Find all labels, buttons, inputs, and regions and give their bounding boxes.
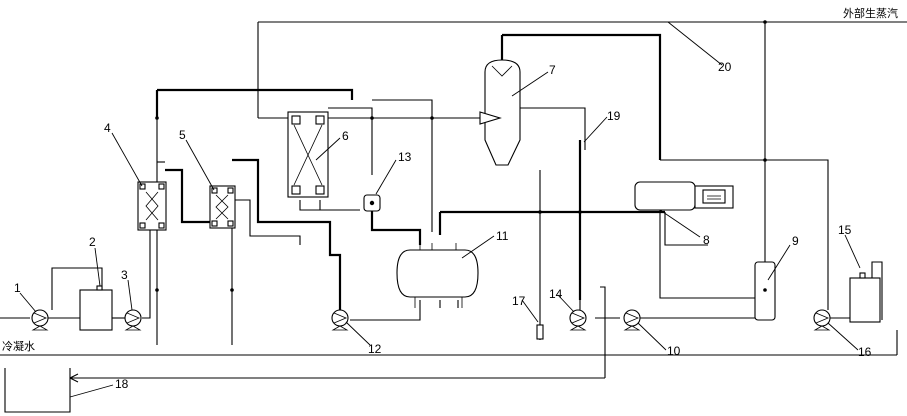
element-17 (536, 324, 544, 340)
label-9: 9 (792, 234, 799, 248)
label-8: 8 (703, 233, 710, 247)
label-3: 3 (121, 268, 128, 282)
pump-10 (623, 309, 641, 331)
label-20: 20 (718, 60, 732, 74)
label-16: 16 (858, 345, 872, 359)
piping (0, 21, 907, 383)
pump-3 (124, 309, 142, 331)
label-6: 6 (342, 129, 349, 143)
vessel-9 (754, 261, 776, 321)
separator-7 (479, 59, 521, 166)
external-steam-label: 外部生蒸汽 (843, 6, 898, 20)
label-14: 14 (549, 287, 563, 301)
tank-11 (396, 243, 479, 308)
label-10: 10 (667, 344, 681, 358)
tank-2 (79, 285, 113, 331)
trap-13 (363, 194, 381, 212)
cooling-water-label: 冷凝水 (2, 339, 35, 353)
label-11: 11 (496, 229, 509, 243)
junctions (155, 20, 767, 292)
label-12: 12 (368, 342, 382, 356)
label-2: 2 (89, 235, 96, 249)
plate-heat-exchanger-4 (137, 181, 167, 231)
component-numbers: 1 2 3 4 5 6 7 8 9 10 11 12 13 14 15 16 1… (14, 60, 872, 391)
label-4: 4 (104, 121, 111, 135)
pump-16 (813, 309, 831, 331)
pump-14 (569, 309, 587, 331)
pump-1 (31, 309, 49, 331)
label-13: 13 (398, 150, 412, 164)
label-19: 19 (607, 109, 621, 123)
plate-heat-exchanger-5 (209, 185, 236, 229)
label-18: 18 (115, 377, 129, 391)
unit-6 (287, 111, 329, 198)
label-1: 1 (14, 281, 21, 295)
label-15: 15 (838, 223, 852, 237)
leader-lines (19, 21, 861, 398)
basin-18 (4, 368, 71, 413)
label-17: 17 (512, 294, 526, 308)
compressor-motor-8 (634, 181, 734, 211)
pump-12 (331, 309, 349, 331)
label-7: 7 (549, 63, 556, 77)
label-5: 5 (179, 128, 186, 142)
tank-15 (849, 272, 881, 323)
